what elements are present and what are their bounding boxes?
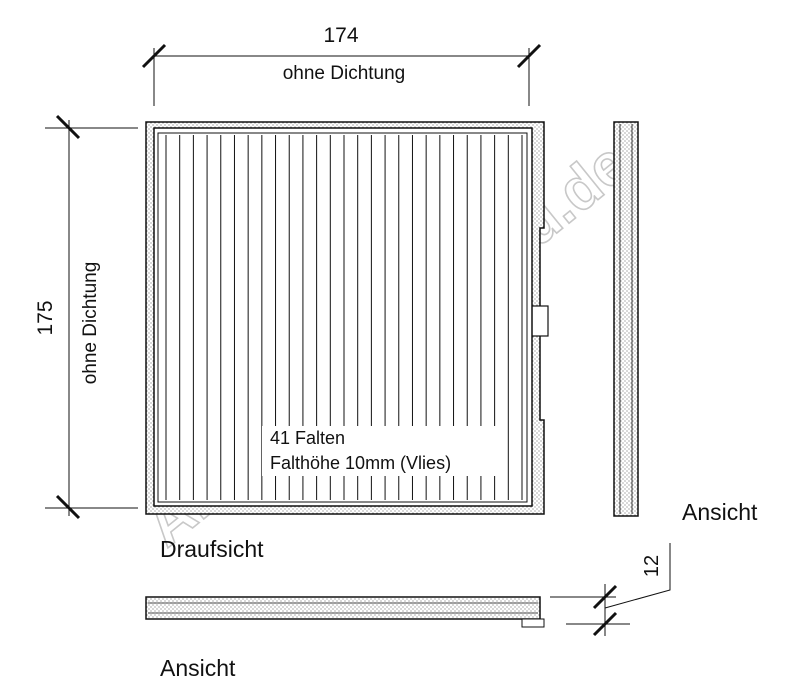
depth-dimension: 12 — [550, 543, 671, 637]
side-view-bottom-label: Ansicht — [160, 655, 236, 681]
pleat-count: 41 Falten — [270, 428, 345, 448]
width-value: 174 — [323, 24, 358, 47]
height-dimension: 175 ohne Dichtung — [34, 114, 138, 520]
top-view-filter: 41 Falten Falthöhe 10mm (Vlies) — [145, 121, 549, 515]
height-value: 175 — [34, 300, 57, 335]
top-view-label: Draufsicht — [160, 536, 264, 562]
side-view-right — [613, 121, 639, 517]
side-view-bottom — [145, 596, 545, 628]
depth-value: 12 — [641, 555, 663, 577]
pleat-height: Falthöhe 10mm (Vlies) — [270, 453, 451, 473]
side-view-right-label: Ansicht — [682, 499, 758, 525]
height-note: ohne Dichtung — [80, 262, 101, 385]
width-dimension: 174 ohne Dichtung — [141, 24, 542, 106]
width-note: ohne Dichtung — [283, 63, 406, 84]
